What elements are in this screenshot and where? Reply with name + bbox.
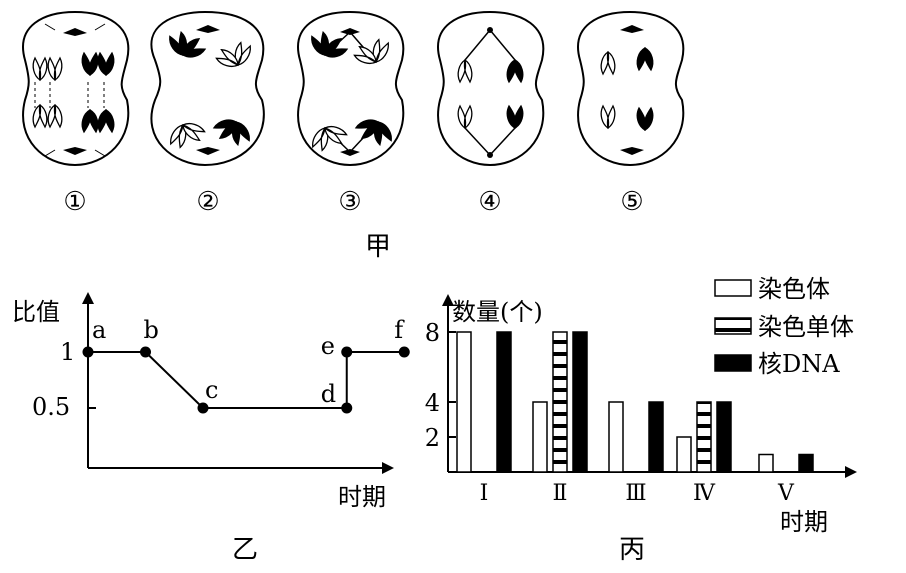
yi-point-label-f: f	[394, 316, 405, 344]
bing-bar-1-3	[496, 331, 512, 473]
yi-point-label-c: c	[205, 376, 218, 404]
bing-xtick-4: Ⅳ	[693, 481, 716, 506]
bing-y-arrow	[442, 294, 454, 306]
bing-bar-3-3	[648, 401, 664, 473]
bing-bar-2-2	[552, 331, 568, 473]
legend-label-chromatid: 染色单体	[758, 313, 854, 341]
bing-ytick-2: 2	[425, 424, 440, 452]
bing-bar-1-1	[456, 331, 472, 473]
bing-x-arrow	[845, 466, 857, 478]
yi-point-label-e: e	[321, 332, 335, 360]
yi-ylabel: 比值	[12, 298, 60, 326]
bing-bar-4-2	[696, 401, 712, 473]
bing-xlabel: 时期	[780, 508, 828, 536]
cell-label-5: ⑤	[620, 187, 643, 217]
cell-1	[22, 10, 130, 167]
yi-point-a	[82, 346, 94, 358]
yi-point-label-a: a	[92, 316, 106, 344]
bing-xtick-5: Ⅴ	[777, 481, 795, 506]
legend-swatch-dna	[714, 354, 752, 372]
yi-xlabel: 时期	[338, 483, 386, 511]
yi-point-d	[341, 402, 353, 414]
cell-5	[577, 10, 685, 167]
bing-xtick-2: Ⅱ	[553, 481, 568, 506]
legend-swatch-chromatid	[714, 317, 752, 335]
bing-ytick-4: 4	[425, 389, 440, 417]
cell-label-3: ③	[338, 187, 361, 217]
yi-point-f	[398, 346, 410, 358]
panel-jia-caption: 甲	[365, 232, 391, 262]
bing-xtick-3: Ⅲ	[625, 481, 646, 506]
bing-bar-2-1	[532, 401, 548, 473]
yi-point-c	[197, 402, 209, 414]
cell-4	[437, 10, 545, 167]
bing-ylabel: 数量(个)	[452, 298, 543, 326]
bing-bar-4-3	[716, 401, 732, 473]
yi-series-line	[88, 351, 405, 409]
cell-label-2: ②	[196, 187, 219, 217]
panel-bing-caption: 丙	[619, 535, 645, 565]
yi-point-label-d: d	[321, 380, 336, 408]
yi-point-b	[140, 346, 151, 358]
bing-xtick-1: Ⅰ	[480, 481, 489, 506]
chart-bing: 数量(个) 时期 8 4 2Ⅰ Ⅱ Ⅲ Ⅳ Ⅴ 染色体 染色单体 核DNA	[425, 275, 857, 536]
yi-ytick-1: 1	[60, 338, 75, 366]
cell-2	[150, 10, 265, 167]
legend-swatch-chromosome	[714, 279, 752, 297]
bing-ytick-8: 8	[425, 319, 440, 347]
bing-bar-2-3	[572, 331, 588, 473]
legend-label-dna: 核DNA	[758, 350, 840, 378]
bing-bar-5-3	[798, 453, 814, 473]
cell-3	[297, 10, 405, 167]
bing-legend: 染色体 染色单体 核DNA	[714, 275, 854, 378]
yi-y-arrow	[82, 292, 94, 304]
bing-bar-5-1	[758, 453, 774, 473]
chart-yi: 比值 时期 1 0.5 a b c de f	[12, 292, 410, 511]
yi-point-label-b: b	[144, 316, 159, 344]
cell-label-1: ①	[63, 187, 86, 217]
yi-ytick-2: 0.5	[32, 393, 70, 421]
legend-label-chromosome: 染色体	[758, 275, 830, 303]
bing-bar-3-1	[608, 401, 624, 473]
yi-x-arrow	[382, 462, 394, 474]
yi-point-e	[341, 346, 353, 358]
bing-bar-4-1	[676, 436, 692, 473]
cell-label-4: ④	[478, 187, 501, 217]
panel-yi-caption: 乙	[232, 535, 258, 565]
